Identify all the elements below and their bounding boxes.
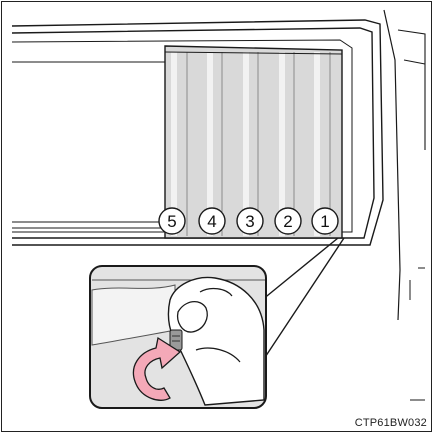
callout-3-label: 3 [245, 212, 254, 231]
callout-5: 5 [159, 208, 185, 234]
figure-code: CTP61BW032 [355, 417, 427, 429]
callout-3: 3 [237, 208, 263, 234]
callout-2-label: 2 [283, 212, 292, 231]
callout-4-label: 4 [207, 212, 216, 231]
callout-5-label: 5 [167, 212, 176, 231]
callout-1: 1 [312, 208, 338, 234]
callout-1-label: 1 [320, 212, 329, 231]
hook-detail-illustration [90, 266, 266, 408]
callout-4: 4 [199, 208, 225, 234]
callout-2: 2 [275, 208, 301, 234]
